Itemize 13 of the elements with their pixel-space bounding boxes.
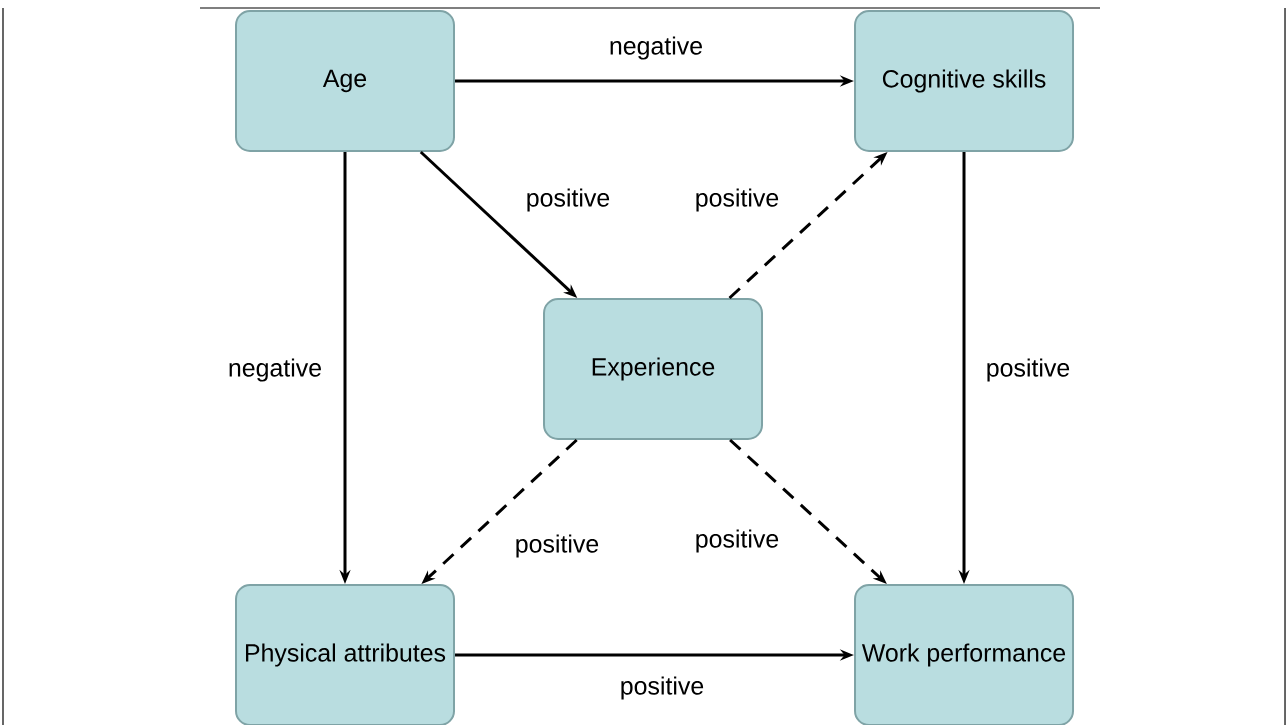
edge-label: positive (512, 532, 602, 560)
process-box: Work performance (854, 584, 1074, 725)
process-box: Experience (543, 298, 763, 440)
edge-label: positive (523, 186, 613, 214)
edge-label: negative (606, 34, 706, 62)
process-box: Cognitive skills (854, 10, 1074, 152)
edge-label: positive (692, 186, 782, 214)
edge-label: positive (692, 527, 782, 555)
process-box: Physical attributes (235, 584, 455, 725)
edge-label: positive (617, 674, 707, 702)
edge-label: negative (225, 356, 325, 384)
edge-label: positive (983, 356, 1073, 384)
process-box: Age (235, 10, 455, 152)
